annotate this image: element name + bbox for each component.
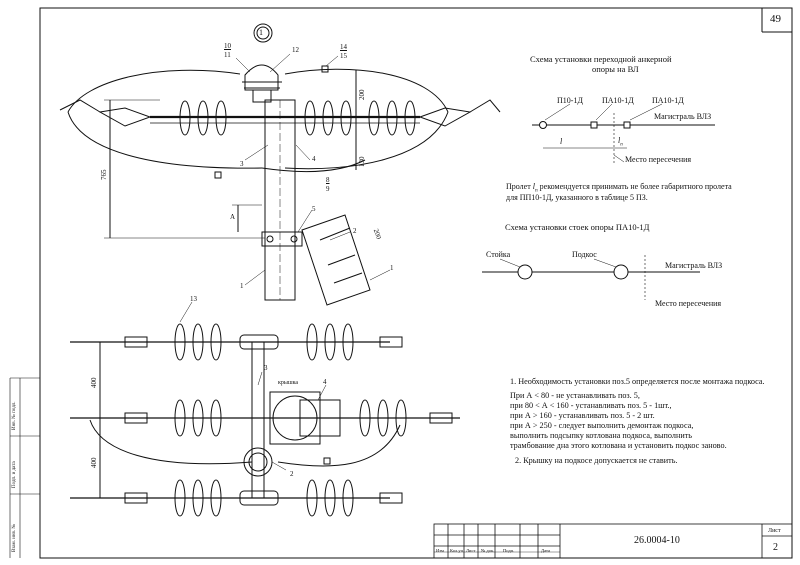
callout-2: 2 — [353, 227, 357, 235]
sheet-frame — [39, 7, 793, 559]
callout-2b: 2 — [290, 470, 294, 478]
note-1b: при 80 < А < 160 - устанавливать поз. 5 … — [510, 401, 672, 410]
callout-9: 9 — [326, 185, 330, 193]
dim-130: 130 — [358, 156, 366, 168]
note-1f: трамбование дна этого котлована и устано… — [510, 441, 727, 450]
tb-col-5: Подп. — [503, 548, 515, 553]
callout-4b: 4 — [323, 378, 327, 386]
callout-3: 3 — [240, 160, 244, 168]
plan-view-assembly — [70, 301, 460, 517]
note-1a: При А < 80 - не устанавливать поз. 5, — [510, 391, 640, 400]
label-span-ln: lп — [618, 136, 623, 148]
tb-col-1: Изм — [436, 548, 444, 553]
dim-400a: 400 — [90, 377, 98, 389]
callout-8: 8 — [326, 176, 330, 184]
side-view-assembly — [59, 23, 501, 306]
tb-col-3: Лист — [466, 548, 476, 553]
label-crossing: Место пересечения — [625, 155, 692, 164]
anchor-note-line1: Пролет lп рекомендуется принимать не бол… — [506, 182, 732, 194]
dim-200: 200 — [358, 89, 366, 101]
stamp-inv-no: Инв. № подл. — [12, 401, 17, 431]
sheet-label: Лист — [768, 528, 781, 534]
callout-10: 10 — [224, 42, 231, 50]
note-1d: при А > 250 - следует выполнить демонтаж… — [510, 421, 694, 430]
stamp-replace-inv: Взам. инв. № — [12, 523, 17, 552]
schema-anchor-title-1: Схема установки переходной анкерной — [530, 54, 672, 64]
title-block — [433, 523, 793, 559]
callout-5: 5 — [312, 205, 316, 213]
schema-stand-diagram — [482, 255, 700, 300]
note-1c: при А > 160 - устанавливать поз. 5 - 2 ш… — [510, 411, 655, 420]
callout-13: 13 — [190, 295, 197, 303]
callout-lid: крышка — [278, 380, 299, 386]
callout-1: 1 — [240, 282, 244, 290]
schema-stand-title: Схема установки стоек опоры ПА10-1Д — [505, 222, 650, 232]
label-pa10-a: ПА10-1Д — [602, 96, 634, 105]
label-stand: Стойка — [486, 250, 511, 259]
label-crossing-2: Место пересечения — [655, 299, 722, 308]
schema-anchor-diagram — [532, 103, 715, 165]
tb-col-6: Дата — [541, 548, 550, 553]
doc-code: 26.0004-10 — [634, 535, 680, 546]
anchor-note-line2: для ПП10-1Д, указанного в таблице 5 ПЗ. — [506, 193, 648, 202]
note-1e: выполнить подсыпку котлована подкоса, вы… — [510, 431, 693, 440]
label-main-vlz: Магистраль ВЛЗ — [665, 261, 723, 270]
callout-11: 11 — [224, 51, 231, 59]
label-span-l: l — [560, 137, 563, 146]
label-p10: П10-1Д — [557, 96, 583, 105]
schema-anchor-title-2: опоры на ВЛ — [592, 64, 639, 74]
stamp-sign-date: Подп. и дата — [12, 461, 17, 488]
note-2: 2. Крышку на подкосе допускается не став… — [515, 456, 678, 465]
label-brace: Подкос — [572, 250, 597, 259]
callout-15: 15 — [340, 52, 347, 60]
dim-765: 765 — [100, 169, 108, 181]
sheet-number: 2 — [773, 542, 778, 553]
tb-col-2: Кол.уч — [450, 548, 463, 553]
callout-4: 4 — [312, 155, 316, 163]
callout-14: 14 — [340, 43, 347, 51]
dim-400b: 400 — [90, 457, 98, 469]
note-1: 1. Необходимость установки поз.5 определ… — [510, 377, 765, 386]
callout-3b: 3 — [264, 364, 268, 372]
callout-1b: 1 — [390, 264, 394, 272]
tb-col-4: № док. — [481, 548, 495, 553]
callout-12: 12 — [292, 46, 299, 54]
dim-A: А — [230, 213, 236, 221]
page-number: 49 — [770, 13, 781, 25]
view-marker: 1 — [259, 28, 263, 37]
label-pa10-b: ПА10-1Д — [652, 96, 684, 105]
label-main-line: Магистраль ВЛЗ — [654, 112, 712, 121]
